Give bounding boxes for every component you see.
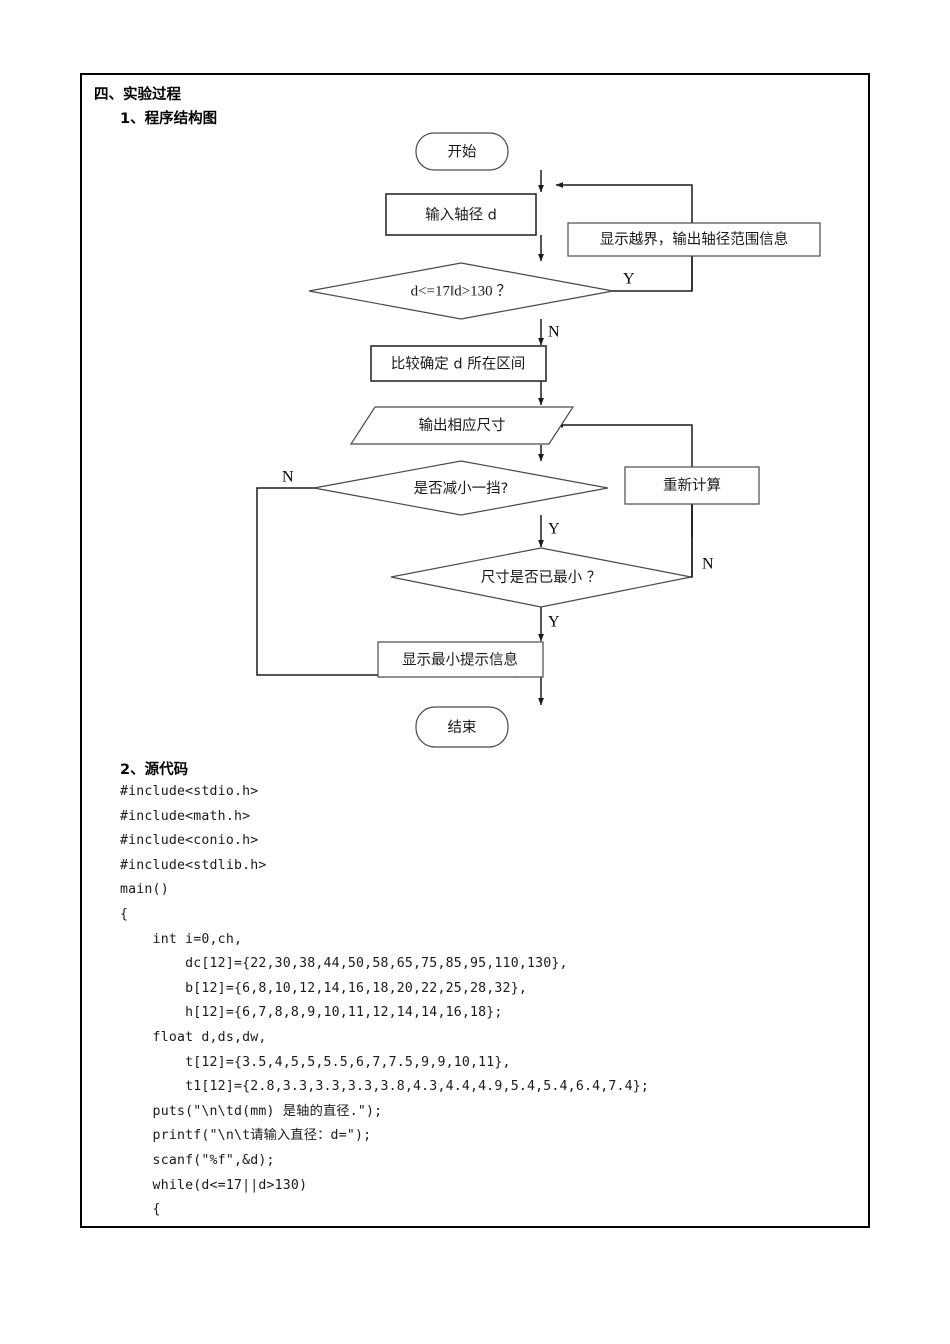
program-structure-flowchart: 开始 输入轴径 d 显示越界，输出轴径范围信息 d<=17‖d>130 ？ Y … [82, 75, 872, 775]
flowchart-reduce-decision [313, 460, 609, 516]
code-line: b[12]={6,8,10,12,14,16,18,20,22,25,28,32… [120, 980, 527, 996]
flowchart-output-parallelogram [349, 406, 575, 445]
branch-label-reduce-no: N [282, 469, 294, 486]
code-line: t[12]={3.5,4,5,5,5.5,6,7,7.5,9,9,10,11}, [120, 1054, 511, 1070]
code-line: puts("\n\td(mm) 是轴的直径."); [120, 1103, 383, 1119]
branch-label-range-yes: Y [623, 271, 635, 288]
code-line: while(d<=17||d>130) [120, 1177, 308, 1193]
flowchart-start-terminator [415, 132, 509, 171]
flowchart-min-message-label: 显示最小提示信息 [402, 652, 518, 669]
code-line: printf("\n\t请输入直径：d="); [120, 1128, 372, 1144]
page-title: 四、实验过程 [94, 87, 181, 103]
flowchart-range-decision [308, 262, 614, 320]
flowchart-interval-box [370, 345, 547, 382]
document-page-frame: 四、实验过程 1、程序结构图 [80, 73, 870, 1228]
flowchart-interval-label: 比较确定 d 所在区间 [391, 355, 525, 373]
flowchart-recalculate-label: 重新计算 [663, 477, 721, 494]
branch-label-reduce-yes: Y [548, 521, 560, 538]
flowchart-range-decision-label: d<=17‖d>130 ？ [411, 283, 512, 299]
flowchart-out-of-range-box [567, 222, 821, 257]
source-code-block: #include<stdio.h> #include<math.h> #includ… [120, 780, 840, 1223]
code-line: #include<math.h> [120, 808, 251, 824]
code-line: t1[12]={2.8,3.3,3.3,3.3,3.8,4.3,4.4,4.9,… [120, 1079, 650, 1095]
flowchart-output-label: 输出相应尺寸 [419, 416, 506, 434]
flowchart-end-label: 结束 [448, 719, 477, 736]
code-line: #include<stdlib.h> [120, 857, 267, 873]
flowchart-start-label: 开始 [448, 144, 477, 161]
code-line: float d,ds,dw, [120, 1029, 267, 1045]
branch-label-min-yes: Y [548, 614, 560, 631]
flowchart-input-label: 输入轴径 d [425, 207, 497, 224]
subsection-heading-source-code: 2、源代码 [120, 762, 189, 778]
code-line: #include<stdio.h> [120, 784, 259, 799]
code-line: h[12]={6,7,8,8,9,10,11,12,14,14,16,18}; [120, 1005, 503, 1021]
branch-label-range-no: N [548, 324, 560, 341]
flowchart-reduce-decision-label: 是否减小一挡? [414, 480, 509, 497]
code-line: { [120, 1202, 161, 1218]
subsection-heading-flowchart: 1、程序结构图 [120, 111, 218, 127]
flowchart-input-box [385, 193, 537, 236]
code-line: dc[12]={22,30,38,44,50,58,65,75,85,95,11… [120, 956, 568, 972]
flowchart-end-terminator [415, 706, 509, 748]
code-line: int i=0,ch, [120, 931, 243, 947]
branch-label-min-no: N [702, 556, 714, 573]
code-line: #include<conio.h> [120, 833, 259, 849]
flowchart-minimum-decision [390, 547, 692, 608]
code-line: scanf("%f",&d); [120, 1152, 275, 1168]
flowchart-minimum-decision-label: 尺寸是否已最小 ？ [481, 569, 602, 586]
flowchart-min-message-box [377, 641, 544, 678]
flowchart-out-of-range-label: 显示越界，输出轴径范围信息 [600, 231, 789, 248]
code-line: main() [120, 882, 169, 898]
code-line: { [120, 906, 129, 922]
flowchart-recalculate-box [624, 466, 760, 505]
